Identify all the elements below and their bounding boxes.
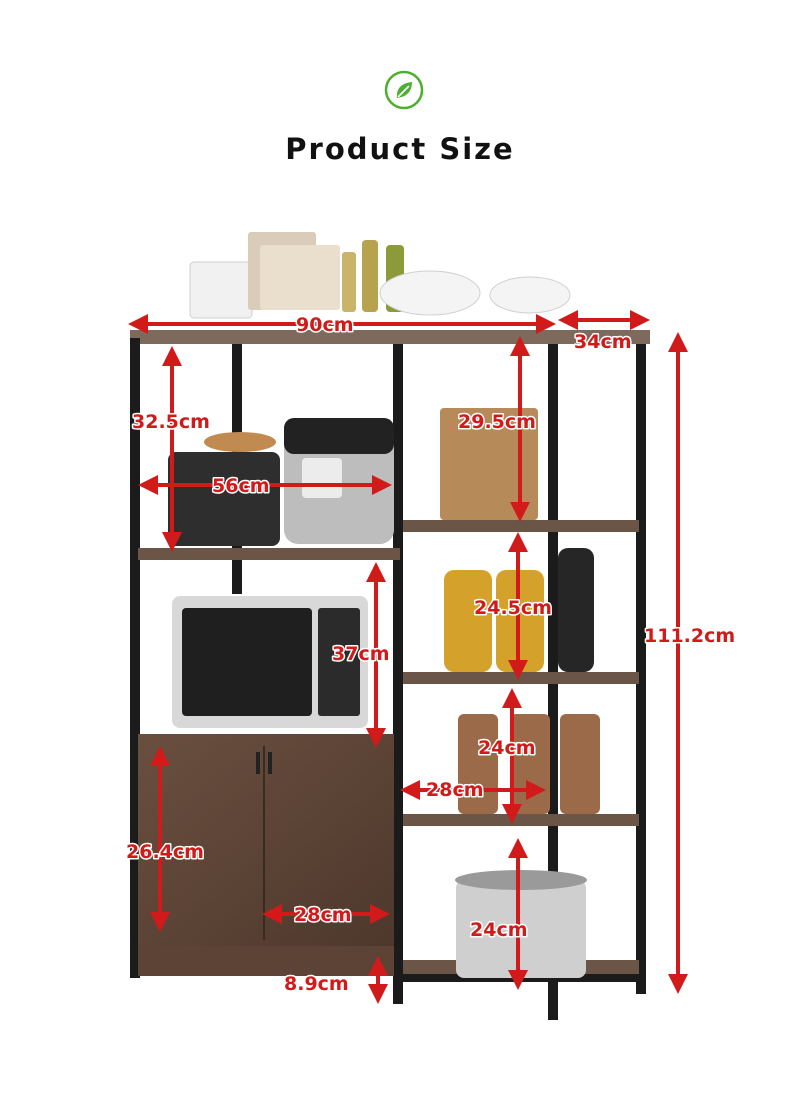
leaf-badge-icon (384, 70, 424, 110)
dimension-arrows (128, 310, 688, 1004)
label-width-total: 90cm (296, 314, 354, 336)
label-left-inner-width: 56cm (212, 475, 270, 497)
label-right-second-gap: 24.5cm (474, 597, 552, 619)
label-cabinet-door-width: 28cm (294, 904, 352, 926)
dimension-labels: 90cm 34cm 111.2cm 32.5cm 56cm 37cm 26.4c… (125, 313, 737, 997)
label-depth: 34cm (574, 331, 632, 353)
page-title: Product Size (285, 132, 515, 166)
label-right-bottom-gap: 24cm (470, 919, 528, 941)
label-base-height: 8.9cm (284, 973, 349, 995)
label-upper-shelf-gap: 32.5cm (132, 411, 210, 433)
label-right-third-gap: 24cm (478, 737, 536, 759)
label-microwave-gap: 37cm (332, 643, 390, 665)
label-height-total: 111.2cm (644, 625, 735, 647)
label-cabinet-height: 26.4cm (126, 841, 204, 863)
microwave (172, 596, 368, 728)
label-right-inner-width: 28cm (426, 779, 484, 801)
top-shelf-items (189, 232, 571, 319)
pressure-cooker (284, 418, 394, 544)
label-right-top-gap: 29.5cm (458, 411, 536, 433)
